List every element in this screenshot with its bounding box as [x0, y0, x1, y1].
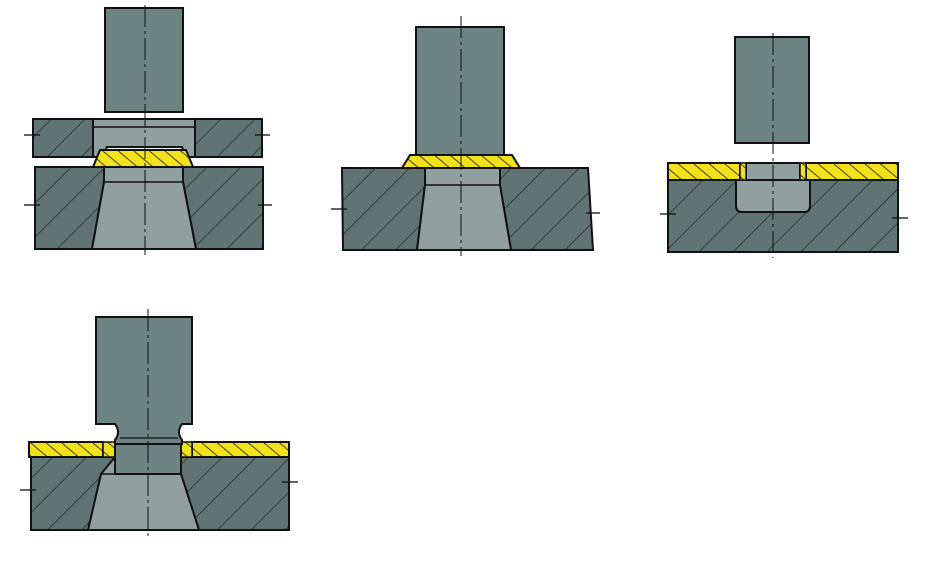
figure-2: [331, 16, 600, 256]
punch: [104, 7, 184, 113]
figure-4: [20, 309, 298, 536]
die-left: [340, 167, 426, 251]
upper-holder-right: [194, 118, 263, 158]
upper-holder-left: [32, 118, 94, 158]
sheet-blank: [91, 149, 195, 168]
upper-holder-bore: [92, 118, 196, 158]
figure-1: [24, 5, 272, 255]
punch: [734, 36, 810, 144]
sheet-right: [805, 162, 899, 181]
die-pocket: [735, 179, 811, 213]
punch: [95, 316, 193, 445]
sheet-left: [667, 162, 741, 181]
die-cavity: [90, 166, 198, 250]
sheet-left: [28, 441, 104, 458]
die-cavity: [415, 167, 513, 251]
sheet-right: [191, 441, 290, 458]
die-right: [180, 456, 290, 531]
lower-die-right: [182, 166, 264, 250]
die-right: [499, 167, 595, 251]
punch: [415, 26, 505, 157]
figure-3: [660, 33, 908, 258]
